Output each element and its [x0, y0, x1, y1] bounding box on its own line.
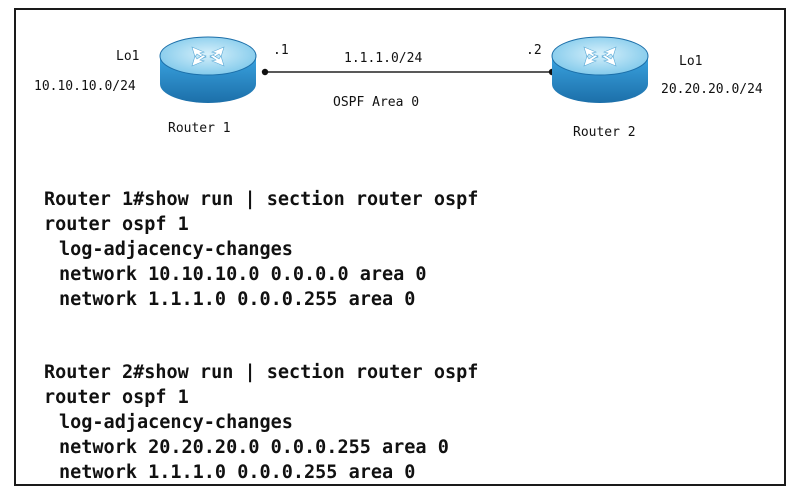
- link-endpoint-router1: [261, 68, 269, 76]
- router-2-config-line: router ospf 1: [44, 387, 189, 408]
- network-topology: [159, 36, 649, 103]
- router-2-icon: [551, 36, 649, 103]
- router-1-config: Router 1#show run | section router ospf …: [44, 187, 478, 312]
- router-2-loopback-label: Lo1: [679, 54, 703, 69]
- router-2-loopback-network: 20.20.20.0/24: [661, 82, 763, 97]
- link-network: 1.1.1.0/24: [344, 51, 423, 66]
- router-1-config-line: network 1.1.1.0 0.0.0.255 area 0: [59, 289, 416, 310]
- router-1-config-line: log-adjacency-changes: [59, 239, 293, 260]
- router-2-link-ip: .2: [526, 43, 542, 58]
- router-1-config-line: router ospf 1: [44, 214, 189, 235]
- router-1-loopback-label: Lo1: [116, 49, 140, 64]
- router-1-loopback-network: 10.10.10.0/24: [34, 79, 136, 94]
- router-1-config-command: Router 1#show run | section router ospf: [44, 189, 479, 210]
- router-1-link-ip: .1: [273, 43, 289, 58]
- router-2-config-line: log-adjacency-changes: [59, 412, 293, 433]
- router-1-config-line: network 10.10.10.0 0.0.0.0 area 0: [59, 264, 427, 285]
- router-1-icon: [159, 36, 257, 103]
- router-2-name: Router 2: [573, 125, 636, 140]
- ospf-area-label: OSPF Area 0: [333, 95, 420, 110]
- diagram-frame: [14, 8, 786, 486]
- router-2-config-line: network 1.1.1.0 0.0.0.255 area 0: [59, 462, 416, 483]
- router-2-config-line: network 20.20.20.0 0.0.0.255 area 0: [59, 437, 449, 458]
- router-2-config: Router 2#show run | section router ospf …: [44, 360, 478, 485]
- router-2-config-command: Router 2#show run | section router ospf: [44, 362, 479, 383]
- router-1-name: Router 1: [168, 121, 231, 136]
